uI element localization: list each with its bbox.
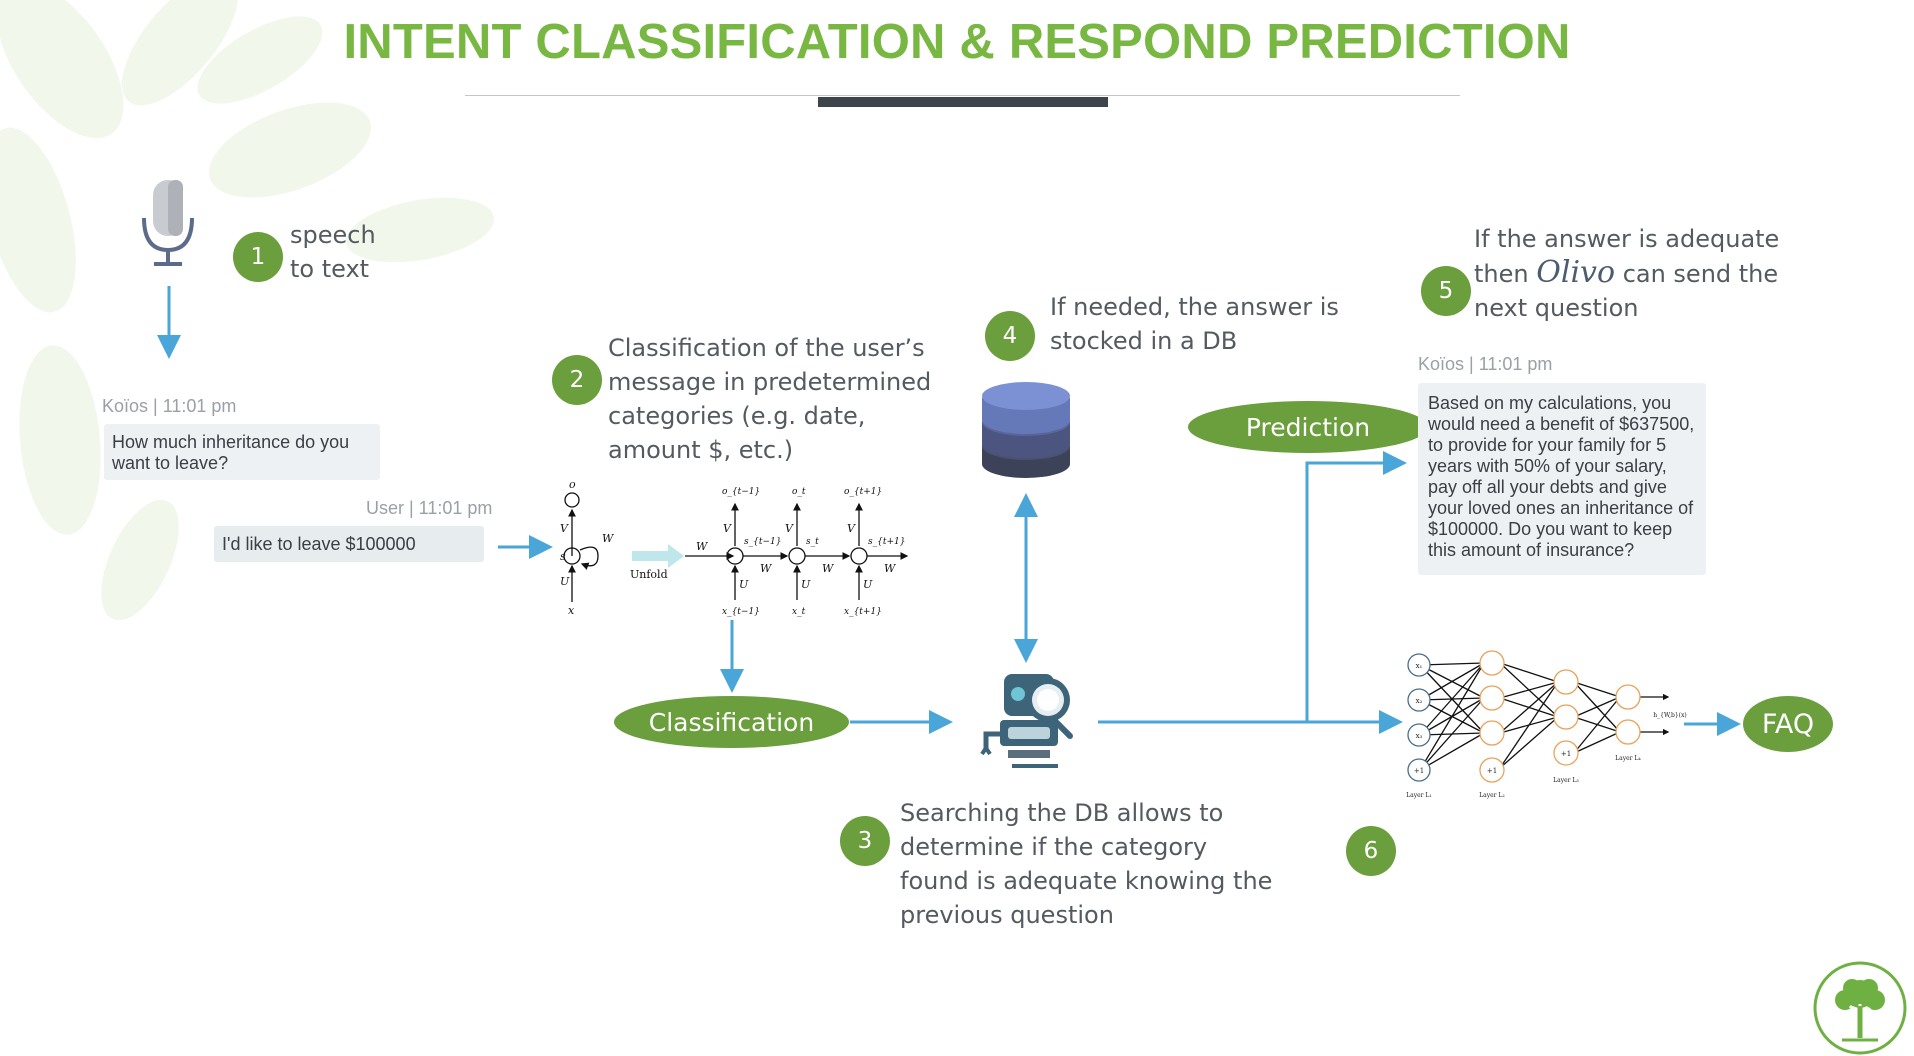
rnn-x-3: x_{t+1} bbox=[844, 607, 882, 617]
step-3-line-1: Searching the DB allows to bbox=[900, 799, 1224, 827]
prediction-pill: Prediction bbox=[1188, 401, 1428, 453]
rnn-u-2: U bbox=[801, 578, 811, 591]
step-3-text: Searching the DB allows to determine if … bbox=[900, 796, 1272, 932]
reply-message-meta: Koïos | 11:01 pm bbox=[1418, 354, 1553, 374]
nn-input-1: x₁ bbox=[1416, 662, 1423, 670]
rnn-folded-x: x bbox=[568, 604, 575, 617]
classification-pill: Classification bbox=[614, 696, 849, 748]
nn-layer-2-label: Layer L₂ bbox=[1479, 792, 1505, 799]
step-1-line-1: speech bbox=[290, 221, 376, 249]
reply-message-bubble: Based on my calculations, you would need… bbox=[1418, 383, 1706, 575]
nn-input-3: x₃ bbox=[1416, 732, 1423, 740]
rnn-x-1: x_{t−1} bbox=[722, 607, 760, 617]
rnn-folded-s: s bbox=[560, 550, 566, 563]
rnn-w-2: W bbox=[822, 562, 835, 575]
step-2-line-2: message in predetermined bbox=[608, 368, 932, 396]
nn-layer2-bias: +1 bbox=[1487, 767, 1497, 775]
nn-layer-1-label: Layer L₁ bbox=[1406, 792, 1432, 799]
step-4-line-1: If needed, the answer is bbox=[1050, 293, 1339, 321]
faq-pill: FAQ bbox=[1743, 696, 1833, 752]
step-5-badge: 5 bbox=[1421, 266, 1471, 316]
background-leaves bbox=[0, 0, 495, 621]
step-5-line-2-pre: then bbox=[1474, 260, 1529, 288]
robot-search-icon bbox=[980, 674, 1073, 768]
step-4-line-2: stocked in a DB bbox=[1050, 327, 1238, 355]
title-divider-bar bbox=[818, 97, 1108, 107]
rnn-folded-u: U bbox=[560, 575, 570, 588]
step-1-line-2: to text bbox=[290, 255, 370, 283]
nn-layer-3-label: Layer L₃ bbox=[1553, 777, 1579, 784]
rnn-folded-v: V bbox=[560, 522, 569, 535]
nn-input-2: x₂ bbox=[1416, 697, 1423, 705]
rnn-folded-o: o bbox=[569, 480, 576, 491]
step-2-line-4: amount $, etc.) bbox=[608, 436, 794, 464]
page-title: INTENT CLASSIFICATION & RESPOND PREDICTI… bbox=[343, 15, 1571, 69]
rnn-s-2: s_t bbox=[806, 537, 819, 547]
step-2-badge: 2 bbox=[552, 355, 602, 405]
bot-message-text: How much inheritance do you want to leav… bbox=[112, 432, 350, 473]
rnn-s-3: s_{t+1} bbox=[868, 537, 905, 547]
step-2-line-3: categories (e.g. date, bbox=[608, 402, 866, 430]
rnn-w-1: W bbox=[760, 562, 773, 575]
step-5-line-2: then Olivo can send the bbox=[1474, 256, 1779, 291]
nn-layer3-bias: +1 bbox=[1561, 750, 1571, 758]
nn-layer-4-label: Layer L₄ bbox=[1615, 755, 1641, 762]
step-2-text: Classification of the user’s message in … bbox=[608, 331, 931, 467]
step-6-badge: 6 bbox=[1346, 826, 1396, 876]
rnn-o-3: o_{t+1} bbox=[844, 487, 882, 497]
title-divider-line bbox=[465, 95, 1460, 96]
rnn-v-2: V bbox=[785, 522, 794, 535]
nn-output-label: h_{W,b}(x) bbox=[1653, 712, 1686, 719]
rnn-u-1: U bbox=[739, 578, 749, 591]
rnn-o-1: o_{t−1} bbox=[722, 487, 760, 497]
step-2-line-1: Classification of the user’s bbox=[608, 334, 925, 362]
rnn-o-2: o_t bbox=[792, 487, 806, 497]
step-3-badge: 3 bbox=[840, 816, 890, 866]
rnn-x-2: x_t bbox=[792, 607, 806, 617]
step-5-text: If the answer is adequate then Olivo can… bbox=[1474, 222, 1779, 325]
rnn-s-1: s_{t−1} bbox=[744, 537, 781, 547]
step-4-text: If needed, the answer is stocked in a DB bbox=[1050, 290, 1339, 358]
step-3-line-3: found is adequate knowing the bbox=[900, 867, 1273, 895]
step-5-line-1: If the answer is adequate bbox=[1474, 225, 1780, 253]
user-message-meta: User | 11:01 pm bbox=[366, 498, 493, 518]
rnn-v-1: V bbox=[723, 522, 732, 535]
reply-message-text: Based on my calculations, you would need… bbox=[1428, 393, 1695, 560]
arrow-to-prediction-reply bbox=[1305, 451, 1407, 722]
rnn-folded-w: W bbox=[602, 532, 615, 545]
microphone-icon bbox=[142, 180, 194, 266]
rnn-v-3: V bbox=[847, 522, 856, 535]
olivo-brand-text: Olivo bbox=[1536, 255, 1616, 290]
rnn-unfold-label: Unfold bbox=[630, 568, 668, 581]
user-message-bubble: I'd like to leave $100000 bbox=[214, 526, 484, 562]
step-4-badge: 4 bbox=[985, 311, 1035, 361]
neural-network-diagram: x₁ x₂ x₃ +1 +1 +1 h_{W,b}(x) Layer L₁ La… bbox=[1406, 650, 1687, 799]
rnn-unfold-diagram: o V s W U x Unfold W W W W V V V U U U o… bbox=[560, 480, 909, 617]
rnn-u-3: U bbox=[863, 578, 873, 591]
step-3-line-2: determine if the category bbox=[900, 833, 1208, 861]
step-1-badge: 1 bbox=[233, 232, 283, 282]
database-icon bbox=[982, 382, 1070, 478]
step-5-line-2-post: can send the bbox=[1622, 260, 1779, 288]
step-5-line-3: next question bbox=[1474, 294, 1639, 322]
nn-input-bias: +1 bbox=[1414, 767, 1424, 775]
step-1-text: speech to text bbox=[290, 218, 376, 286]
bot-message-bubble: How much inheritance do you want to leav… bbox=[104, 424, 380, 480]
user-message-text: I'd like to leave $100000 bbox=[222, 533, 416, 554]
step-3-line-4: previous question bbox=[900, 901, 1114, 929]
rnn-w-0: W bbox=[696, 540, 709, 553]
tree-logo-icon bbox=[1813, 961, 1907, 1055]
bot-message-meta: Koïos | 11:01 pm bbox=[102, 396, 237, 416]
rnn-w-3: W bbox=[884, 562, 897, 575]
